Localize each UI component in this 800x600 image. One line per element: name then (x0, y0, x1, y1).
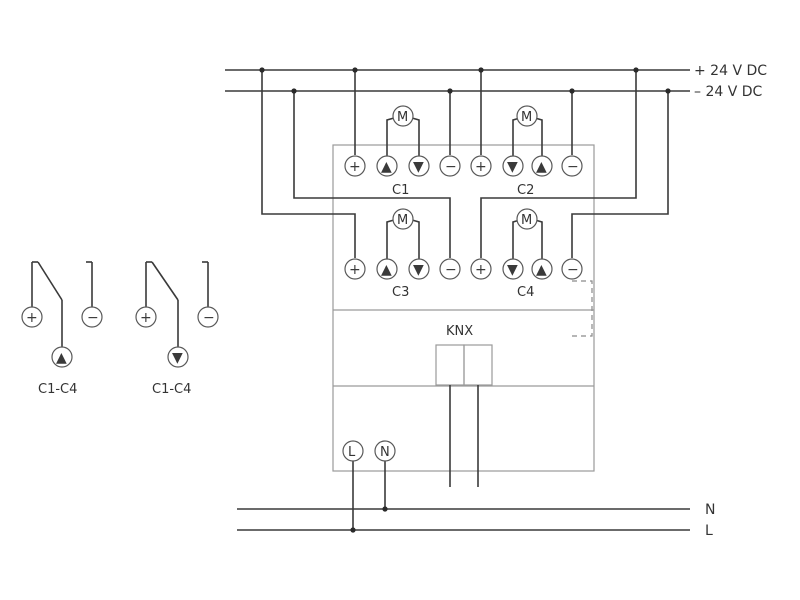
wire-c3-minus (293, 91, 451, 258)
knx-connector-right (463, 344, 493, 386)
terminal-l-label: L (348, 445, 356, 460)
knx-label: KNX (446, 324, 473, 339)
legend-up-output-terminal (51, 346, 73, 368)
motor-c2-label: M (521, 110, 532, 125)
terminal-c2-down (502, 155, 524, 177)
dashed-aux-outline (572, 280, 593, 337)
terminal-c2-minus (561, 155, 583, 177)
terminal-c4-minus (561, 258, 583, 280)
motor-c1: M (386, 105, 420, 156)
terminal-c4-minus-symbol: − (567, 262, 579, 278)
wire-c3-plus (261, 70, 356, 258)
knx-connector-left (435, 344, 465, 386)
terminal-c2-plus-symbol: + (475, 159, 487, 175)
legend-down-plus-terminal (135, 306, 157, 328)
legend-up-minus-symbol: − (87, 310, 99, 326)
legend-up-minus-terminal (81, 306, 103, 328)
motor-c3: M (386, 208, 420, 259)
junction-dot (665, 88, 671, 94)
terminal-c4-plus (470, 258, 492, 280)
terminal-row-c3-c4: + ▲ ▼ − + ▼ ▲ − (344, 258, 583, 280)
terminal-c3-minus (439, 258, 461, 280)
legend-down-minus-terminal (197, 306, 219, 328)
terminal-row-c1-c2: + ▲ ▼ − + ▼ ▲ − (344, 155, 583, 177)
terminal-c3-plus (344, 258, 366, 280)
actuator-housing (332, 144, 595, 472)
down-arrow-icon: ▼ (413, 159, 424, 175)
terminal-c1-minus-symbol: − (445, 159, 457, 175)
legend-down-output-terminal (167, 346, 189, 368)
terminal-c3-down (408, 258, 430, 280)
channel-c1-label: C1 (392, 183, 409, 198)
terminal-c1-down (408, 155, 430, 177)
terminal-c1-plus (344, 155, 366, 177)
terminal-c1-plus-symbol: + (349, 159, 361, 175)
down-arrow-icon: ▼ (507, 159, 518, 175)
up-arrow-icon: ▲ (536, 262, 547, 278)
junction-dot (352, 67, 358, 73)
legend-down-switch: + − ▼ (135, 261, 219, 368)
legend-down-label: C1-C4 (152, 382, 191, 397)
down-arrow-icon: ▼ (507, 262, 518, 278)
legend-up-label: C1-C4 (38, 382, 77, 397)
junction-dot (259, 67, 265, 73)
terminal-c3-minus-symbol: − (445, 262, 457, 278)
rail-neutral-label: N (705, 502, 715, 518)
motor-c3-label: M (397, 213, 408, 228)
motor-c4: M (512, 208, 543, 259)
rail-plus-24vdc-label: + 24 V DC (694, 63, 767, 79)
legend-down-plus-symbol: + (140, 310, 152, 326)
terminal-l (342, 440, 364, 462)
wire-c4-plus (480, 70, 637, 258)
junction-dot (478, 67, 484, 73)
down-arrow-icon: ▼ (413, 262, 424, 278)
channel-c2-label: C2 (517, 183, 534, 198)
legend-up-plus-terminal (21, 306, 43, 328)
legend-up-switch: + − ▲ (21, 261, 103, 368)
up-arrow-icon: ▲ (536, 159, 547, 175)
junction-dot (569, 88, 575, 94)
up-arrow-icon: ▲ (381, 159, 392, 175)
junction-dot (291, 88, 297, 94)
motor-c4-label: M (521, 213, 532, 228)
channel-c4-label: C4 (517, 285, 534, 300)
terminal-n (374, 440, 396, 462)
terminal-c3-up (376, 258, 398, 280)
rail-minus-24vdc-label: – 24 V DC (694, 84, 763, 100)
legend-down-minus-symbol: − (203, 310, 215, 326)
junction-dot (350, 527, 356, 533)
terminal-c1-minus (439, 155, 461, 177)
up-arrow-icon: ▲ (381, 262, 392, 278)
terminal-c2-up (531, 155, 553, 177)
terminal-c3-plus-symbol: + (349, 262, 361, 278)
terminal-n-label: N (380, 445, 390, 460)
terminal-c4-down (502, 258, 524, 280)
wire-c4-minus (571, 91, 669, 258)
down-arrow-icon: ▼ (172, 350, 183, 366)
junction-dot (382, 506, 388, 512)
motor-c2: M (512, 105, 543, 156)
terminal-c4-plus-symbol: + (475, 262, 487, 278)
motor-c1-label: M (397, 110, 408, 125)
up-arrow-icon: ▲ (56, 350, 67, 366)
legend-up-plus-symbol: + (26, 310, 38, 326)
terminal-c2-plus (470, 155, 492, 177)
junction-dot (633, 67, 639, 73)
terminal-c4-up (531, 258, 553, 280)
rail-line-label: L (705, 523, 713, 539)
channel-c3-label: C3 (392, 285, 409, 300)
terminal-c1-up (376, 155, 398, 177)
junction-dot (447, 88, 453, 94)
terminal-c2-minus-symbol: − (567, 159, 579, 175)
